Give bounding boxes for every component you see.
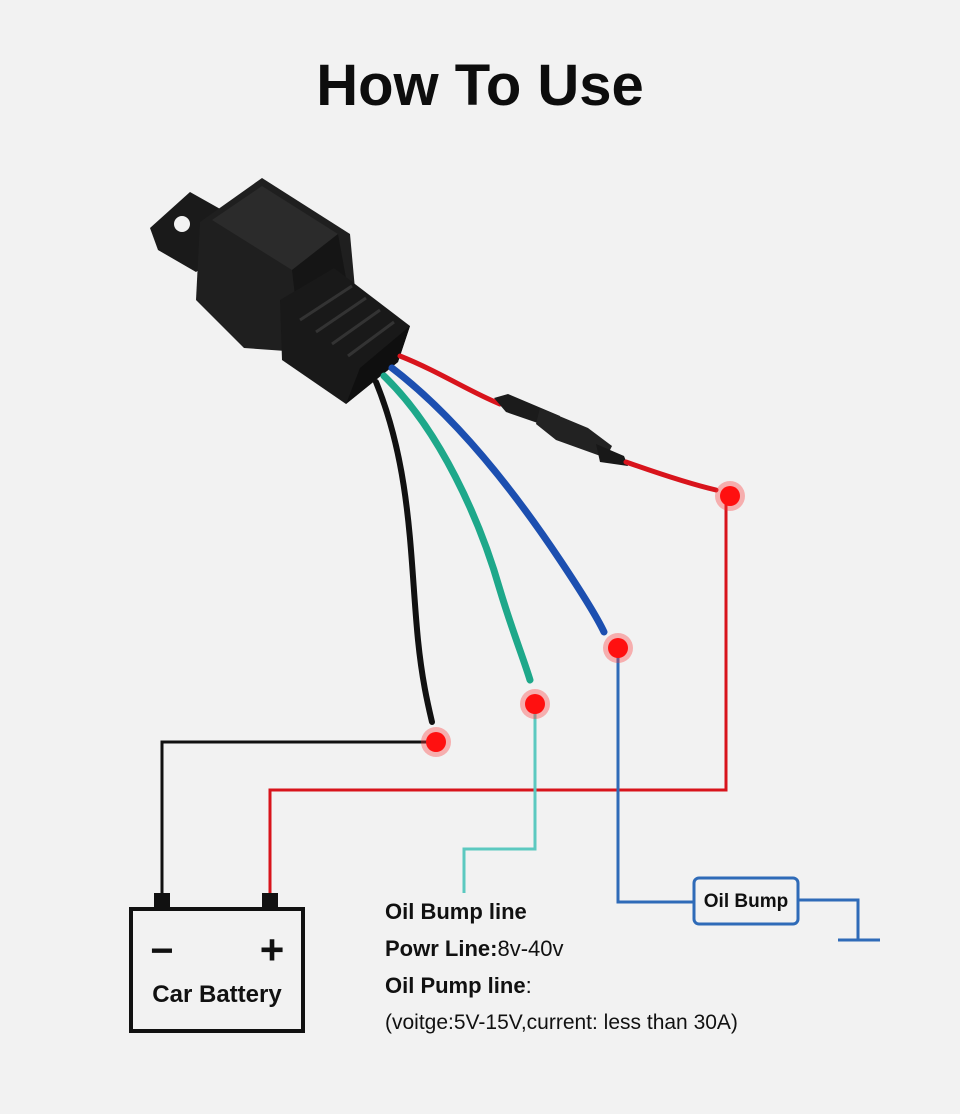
battery-minus-symbol: − xyxy=(150,929,173,973)
oil-bump-ground-line xyxy=(798,898,860,940)
battery-plus-symbol: + xyxy=(260,926,285,973)
legend-oil-pump-line-label: Oil Pump line xyxy=(385,973,526,998)
oil-bump-box xyxy=(692,876,800,926)
legend: Oil Bump line Powr Line:8v-40v Oil Pump … xyxy=(385,893,738,1041)
fuse-wire-red xyxy=(623,459,719,493)
battery-terminal-positive xyxy=(262,893,278,909)
relay-connector-face xyxy=(346,326,410,404)
power-line xyxy=(268,494,730,896)
battery-terminal-negative xyxy=(154,893,170,909)
car-battery: − + Car Battery xyxy=(129,893,305,1033)
relay-icon xyxy=(150,178,410,404)
oil-bump-line xyxy=(616,648,694,904)
ground-line xyxy=(160,740,436,896)
legend-power-line: Powr Line:8v-40v xyxy=(385,930,738,967)
relay-housing-top xyxy=(212,186,338,270)
relay-wire-blue xyxy=(388,364,608,636)
fuse-holder-icon xyxy=(494,394,628,466)
legend-power-line-label: Powr Line xyxy=(385,936,491,961)
legend-oil-pump-line-colon: : xyxy=(525,973,532,998)
terminal-green xyxy=(520,689,550,719)
relay-wire-black xyxy=(373,379,435,725)
legend-oil-bump-line: Oil Bump line xyxy=(385,893,738,930)
legend-power-line-value: 8v-40v xyxy=(497,936,564,961)
terminal-blue xyxy=(603,633,633,663)
oil-bump-load: Oil Bump xyxy=(692,876,800,926)
legend-spec-note: (voitge:5V-15V,current: less than 30A) xyxy=(385,1011,738,1034)
page-title: How To Use xyxy=(316,53,644,118)
terminal-red xyxy=(715,481,745,511)
mounting-hole-icon xyxy=(174,216,190,232)
relay-wire-green xyxy=(380,372,534,684)
legend-oil-bump-line-label: Oil Bump line xyxy=(385,899,527,924)
battery-label: Car Battery xyxy=(152,981,282,1008)
relay-wire-red xyxy=(397,353,503,407)
oil-pump-signal-line xyxy=(462,704,537,893)
oil-bump-label: Oil Bump xyxy=(704,891,788,912)
legend-oil-pump-line: Oil Pump line: xyxy=(385,967,738,1004)
terminal-black xyxy=(421,727,451,757)
relay-connector-ribs xyxy=(299,284,395,358)
battery-body xyxy=(129,907,305,1033)
legend-power-line-colon: : xyxy=(490,936,498,961)
